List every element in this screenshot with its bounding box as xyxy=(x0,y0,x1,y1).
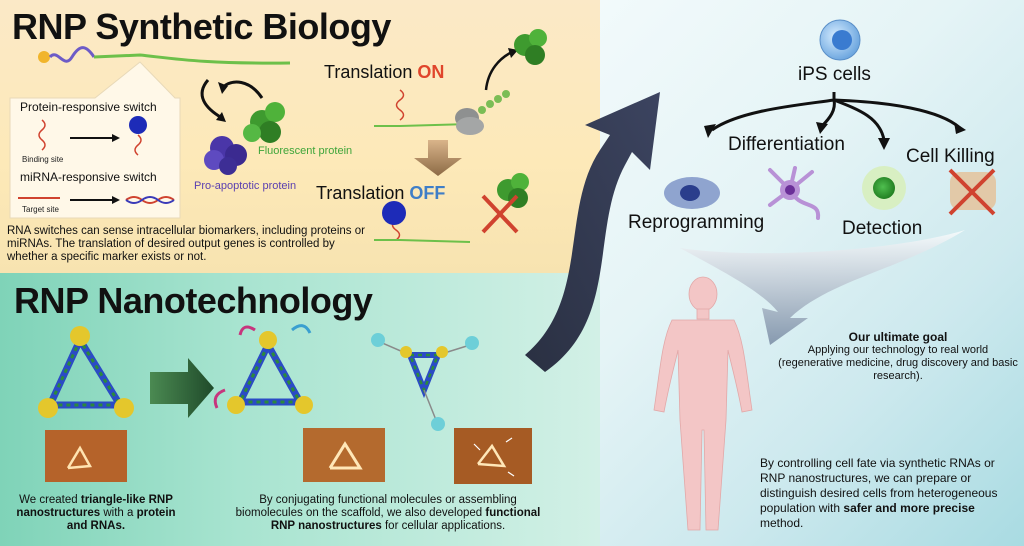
mirna-switch-graphic xyxy=(18,196,175,204)
killed-cell-icon xyxy=(948,168,996,216)
translation-off-prefix: Translation xyxy=(316,183,410,203)
target-site-label: Target site xyxy=(22,205,59,214)
nanostructure-caption-right: By conjugating functional molecules or a… xyxy=(228,494,548,533)
synthetic-biology-description: RNA switches can sense intracellular bio… xyxy=(7,225,365,263)
down-arrow xyxy=(414,140,462,176)
translation-on-word: ON xyxy=(417,62,445,82)
fluorescent-protein-label: Fluorescent protein xyxy=(258,145,353,157)
caption-right-bold: functional RNP nanostructures xyxy=(270,507,541,532)
curved-arrows xyxy=(200,79,264,122)
goal-text: Applying our technology to real world (r… xyxy=(778,344,1018,382)
caption-left-part-2: with a xyxy=(100,507,137,519)
triangle-nanostructure-3 xyxy=(371,333,479,431)
nanotechnology-title: RNP Nanotechnology xyxy=(14,280,373,321)
mirna-switch-label: miRNA-responsive switch xyxy=(20,170,157,184)
triangle-nanostructure-1 xyxy=(38,326,134,418)
synthetic-biology-title: RNP Synthetic Biology xyxy=(12,6,391,47)
detection-label: Detection xyxy=(842,218,923,239)
goal-title: Our ultimate goal xyxy=(848,330,948,344)
fluorescent-protein-icon xyxy=(243,102,285,143)
cell-fate-part-2: method. xyxy=(760,516,804,530)
nanostructure-caption-left: We created triangle-like RNP nanostructu… xyxy=(6,494,186,533)
switch-box xyxy=(9,61,181,219)
protein-switch-label: Protein-responsive switch xyxy=(20,100,157,114)
caption-left-bold-1: triangle-like RNP nanostructures xyxy=(16,494,173,519)
differentiation-label: Differentiation xyxy=(728,134,845,155)
ultimate-goal-block: Our ultimate goal Applying our technolog… xyxy=(778,330,1018,383)
triangle-nanostructure-2 xyxy=(213,324,313,414)
afm-image-1 xyxy=(45,430,127,482)
translation-off-word: OFF xyxy=(409,183,446,203)
translation-on-prefix: Translation xyxy=(324,62,418,82)
caption-left-part-1: We created xyxy=(19,494,81,506)
big-upward-arrow xyxy=(525,92,660,372)
ips-cells-label: iPS cells xyxy=(798,64,871,85)
funnel-arrow xyxy=(680,230,965,345)
reprogramming-label: Reprogramming xyxy=(628,212,765,233)
caption-right-part-2: for cellular applications. xyxy=(381,520,506,532)
pro-apoptotic-protein-icon xyxy=(204,136,247,175)
protein-switch-graphic xyxy=(38,116,147,156)
afm-image-3 xyxy=(454,428,532,484)
binding-site-label: Binding site xyxy=(22,155,64,164)
branch-arrows xyxy=(711,92,962,141)
translation-off-graphic xyxy=(374,173,529,243)
mrna-strand xyxy=(38,46,291,65)
caption-right-part-1: By conjugating functional molecules or a… xyxy=(235,494,517,519)
reprogramming-cell-icon xyxy=(664,177,720,209)
green-arrow xyxy=(150,358,214,418)
human-body-icon xyxy=(653,276,753,531)
detection-cell-icon xyxy=(862,166,906,210)
cell-fate-part-1: By controlling cell fate via synthetic R… xyxy=(760,456,998,515)
cell-fate-description: By controlling cell fate via synthetic R… xyxy=(760,456,1012,531)
translation-on-label: Translation ON xyxy=(324,62,444,83)
branch-arrowheads xyxy=(704,122,966,150)
ips-cell-icon xyxy=(819,19,861,61)
caption-left-bold-2: protein and RNAs. xyxy=(66,507,176,532)
translation-off-label: Translation OFF xyxy=(316,183,445,204)
cell-killing-label: Cell Killing xyxy=(906,146,995,167)
neuron-nucleus xyxy=(785,185,795,195)
translation-on-graphic xyxy=(374,29,547,135)
cell-fate-bold: safer and more precise xyxy=(843,501,975,515)
afm-image-2 xyxy=(303,428,385,482)
pro-apoptotic-protein-label: Pro-apoptotic protein xyxy=(194,180,297,192)
